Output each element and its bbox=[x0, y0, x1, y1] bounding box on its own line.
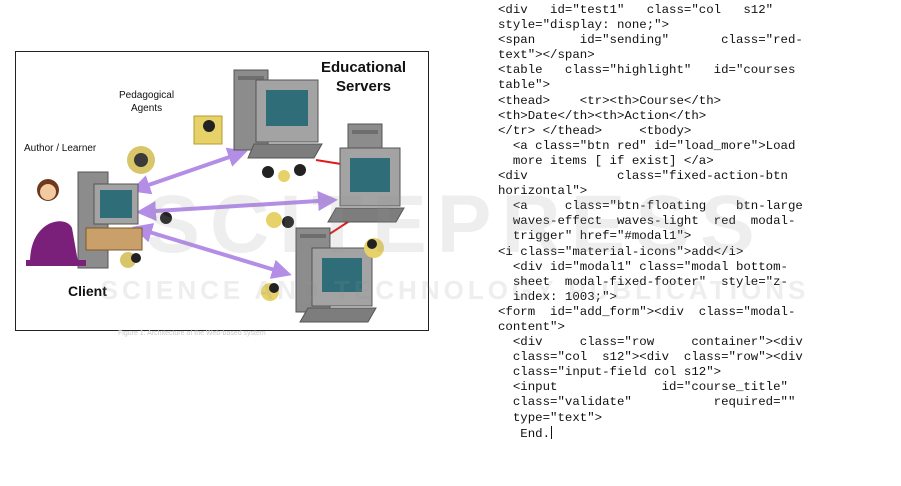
code-line: index: 1003;"> bbox=[498, 289, 617, 304]
code-line: <div id="test1" class="col s12" bbox=[498, 3, 774, 17]
code-line: content"> bbox=[498, 319, 565, 334]
architecture-figure: Educational Servers Pedagogical Agents A… bbox=[15, 51, 429, 331]
pedagogical-agents-label: Pedagogical Agents bbox=[119, 90, 175, 114]
code-line: <a class="btn red" id="load_more">Load bbox=[498, 138, 796, 153]
code-line: <th>Date</th><th>Action</th> bbox=[498, 108, 707, 123]
code-line: table"> bbox=[498, 78, 551, 93]
code-line: <a class="btn-floating btn-large bbox=[498, 199, 803, 214]
author-learner-label: Author / Learner bbox=[24, 143, 97, 154]
figure-caption: Figure 1: Architecture of the Web-based … bbox=[118, 330, 266, 337]
code-line: class="validate" required="" bbox=[498, 395, 796, 410]
code-line: End. bbox=[498, 425, 553, 441]
code-line: horizontal"> bbox=[498, 184, 588, 199]
code-line: class="input-field col s12"> bbox=[498, 365, 722, 380]
educational-servers-label: Educational Servers bbox=[321, 59, 407, 95]
code-line: <thead> <tr><th>Course</th> bbox=[498, 93, 722, 108]
text-cursor bbox=[551, 425, 553, 439]
code-line: text"></span> bbox=[498, 48, 595, 63]
pedagogical-agents bbox=[120, 115, 384, 301]
client-workstation bbox=[26, 171, 143, 269]
code-line: sheet modal-fixed-footer" style="z- bbox=[498, 274, 788, 289]
client-label: Client bbox=[68, 283, 107, 299]
code-line: <div class="row container"><div bbox=[498, 335, 803, 350]
server-right bbox=[327, 123, 405, 223]
code-line: </tr> </thead> <tbody> bbox=[498, 123, 692, 138]
code-line: style="display: none;"> bbox=[498, 18, 670, 33]
code-line: <form id="add_form"><div class="modal- bbox=[498, 304, 796, 319]
code-line: class="col s12"><div class="row"><div bbox=[498, 350, 803, 365]
architecture-diagram bbox=[26, 69, 405, 323]
code-listing: <div id="test1" class="col s12"style="di… bbox=[498, 3, 850, 441]
code-line: trigger" href="#modal1"> bbox=[498, 229, 692, 244]
code-line: more items [ if exist] </a> bbox=[498, 153, 714, 168]
server-bottom bbox=[295, 227, 377, 323]
code-line: waves-effect waves-light red modal- bbox=[498, 214, 796, 229]
code-line: <div class="fixed-action-btn bbox=[498, 169, 788, 184]
code-line: <i class="material-icons">add</i> bbox=[498, 244, 744, 259]
code-line: type="text"> bbox=[498, 410, 603, 425]
server-top bbox=[233, 69, 323, 159]
connection-arrows bbox=[130, 147, 338, 279]
code-line: <div id="modal1" class="modal bottom- bbox=[498, 259, 788, 274]
code-line: <input id="course_title" bbox=[498, 380, 788, 395]
code-line: <span id="sending" class="red- bbox=[498, 33, 803, 48]
code-line: <table class="highlight" id="courses bbox=[498, 63, 796, 78]
